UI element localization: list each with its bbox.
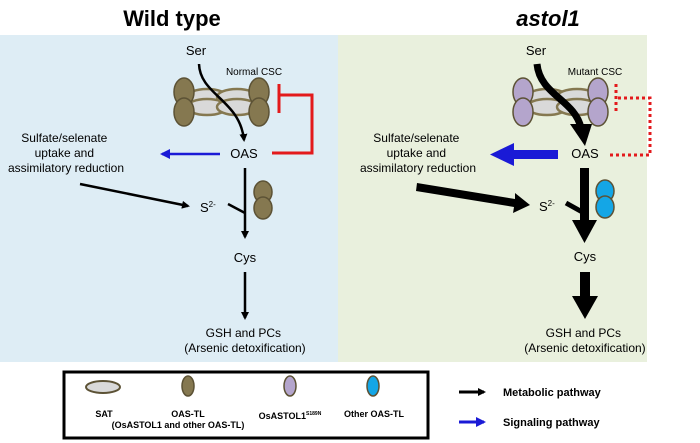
legend-item-oastl: OAS-TL (OsASTOL1 and other OAS-TL): [112, 375, 245, 430]
thick-cys-to-gsh-arrow: [580, 272, 590, 298]
oas-feedback-inhibition: [272, 84, 314, 155]
left-cys-label: Cys: [234, 250, 257, 265]
mutant-oastl-subunit: [512, 97, 534, 127]
left-sulfate-to-sulfide-arrow: [79, 182, 190, 209]
mutant-csc-complex: [512, 77, 609, 127]
left-ser-label: Ser: [186, 43, 207, 58]
mutant-title: astol1: [516, 6, 580, 31]
mutant-oastl-subunit: [587, 97, 609, 127]
svg-text:SAT: SAT: [95, 409, 113, 419]
normal-csc-complex: [173, 77, 270, 127]
left-product-label: GSH and PCs (Arsenic detoxification): [184, 326, 305, 355]
legend-metabolic-pathway: Metabolic pathway: [459, 387, 602, 399]
left-csc-label: Normal CSC: [226, 67, 282, 78]
svg-text:(OsASTOL1 and other OAS-TL): (OsASTOL1 and other OAS-TL): [112, 420, 245, 430]
oastl-subunit: [248, 97, 270, 127]
svg-text:Other OAS-TL: Other OAS-TL: [344, 409, 405, 419]
right-oas-label: OAS: [571, 146, 599, 161]
legend-item-other-oastl: Other OAS-TL: [344, 375, 405, 419]
ser-to-oas-arrow: [197, 63, 248, 142]
left-oastl-dimer: [253, 180, 273, 220]
right-csc-label: Mutant CSC: [568, 67, 622, 78]
legend-signaling-pathway: Signaling pathway: [459, 417, 600, 429]
right-sulfate-label: Sulfate/selenate uptake and assimilatory…: [360, 131, 476, 175]
thick-oas-to-cys-arrowhead: [572, 220, 597, 243]
left-sulfide-label: S2-: [200, 200, 216, 215]
right-ser-label: Ser: [526, 43, 547, 58]
svg-text:OsASTOL1S189N: OsASTOL1S189N: [259, 411, 322, 421]
other-oastl-dimer: [595, 179, 615, 219]
weakened-feedback-inhibition: [610, 84, 652, 157]
thick-cys-to-gsh-arrowhead: [572, 296, 598, 319]
thick-oas-to-cys-arrow: [580, 168, 589, 223]
legend-item-osastol1-mutant: OsASTOL1S189N: [259, 375, 322, 421]
right-sulfide-join: [564, 200, 586, 216]
thick-ser-arrowhead: [570, 124, 592, 146]
wild-type-title: Wild type: [123, 6, 221, 31]
right-signaling-arrow: [490, 143, 558, 166]
left-sulfate-label: Sulfate/selenate uptake and assimilatory…: [8, 131, 124, 175]
wild-type-panel: [0, 35, 338, 362]
thick-sulfate-to-sulfide-arrow: [416, 183, 530, 213]
left-sulfide-join: [227, 202, 246, 215]
legend-item-sat: SAT: [85, 380, 121, 419]
right-cys-label: Cys: [574, 249, 597, 264]
svg-text:Metabolic pathway: Metabolic pathway: [503, 387, 602, 399]
svg-text:Signaling pathway: Signaling pathway: [503, 417, 600, 429]
right-product-label: GSH and PCs (Arsenic detoxification): [524, 326, 645, 355]
left-oas-label: OAS: [230, 146, 258, 161]
svg-text:OAS-TL: OAS-TL: [171, 409, 205, 419]
thick-ser-to-oas-arrow: [533, 63, 585, 130]
right-sulfide-label: S2-: [539, 199, 555, 214]
oastl-subunit: [173, 97, 195, 127]
